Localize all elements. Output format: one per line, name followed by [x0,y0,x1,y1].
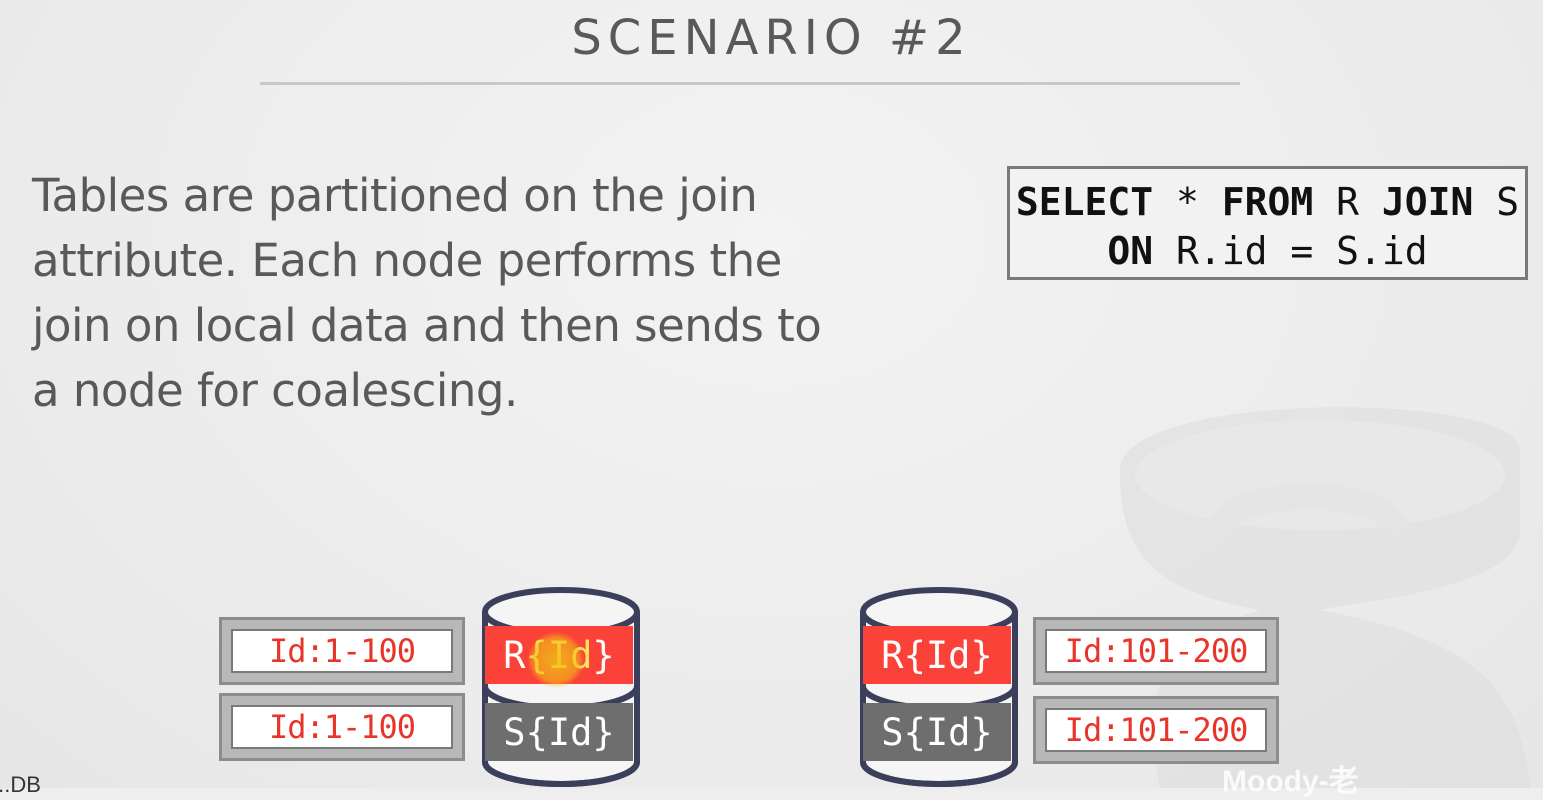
footer-watermark-text: Moody-老 [1222,765,1359,798]
partition-label: Id:101-200 [1045,708,1267,752]
sql-line-1-token-5: S [1473,180,1520,224]
title-divider [260,82,1240,85]
scenario-description: Tables are partitioned on the join attri… [32,169,822,417]
sql-line-1: SELECT * FROM R JOIN S [1010,178,1525,227]
brace-close: } [592,633,615,677]
footer-course-label: ...DB [0,772,41,797]
sql-line-1-token-2: FROM [1221,180,1314,224]
relation-s-band: S{Id} [863,703,1011,761]
relation-r-band: R{Id} [863,626,1011,684]
sql-line-1-token-0: SELECT [1015,180,1154,224]
sql-line-2-token-1: R.id = S.id [1153,229,1428,273]
database-node-2: R{Id} S{Id} [859,586,1023,787]
relation-s-band: S{Id} [485,703,633,761]
sql-line-1-token-1: * [1153,180,1222,224]
partition-s-node-2: Id:101-200 [1033,696,1279,764]
sql-line-1-token-4: JOIN [1381,180,1474,224]
sql-line-1-token-3: R [1313,180,1382,224]
partition-label: Id:101-200 [1045,629,1267,673]
database-watermark-icon [1120,407,1530,788]
partition-r-node-1: Id:1-100 [219,617,465,685]
slide-title: SCENARIO #2 [571,10,972,66]
partition-r-node-2: Id:101-200 [1033,617,1279,685]
relation-name: R [503,633,526,677]
sql-line-2-token-0: ON [1107,229,1154,273]
sql-line-2: ON R.id = S.id [1010,227,1525,276]
partition-label: Id:1-100 [231,629,453,673]
sql-query-box: SELECT * FROM R JOIN S ON R.id = S.id [1007,166,1528,280]
partition-label: Id:1-100 [231,705,453,749]
laser-pointer-icon [528,632,584,688]
partition-s-node-1: Id:1-100 [219,693,465,761]
